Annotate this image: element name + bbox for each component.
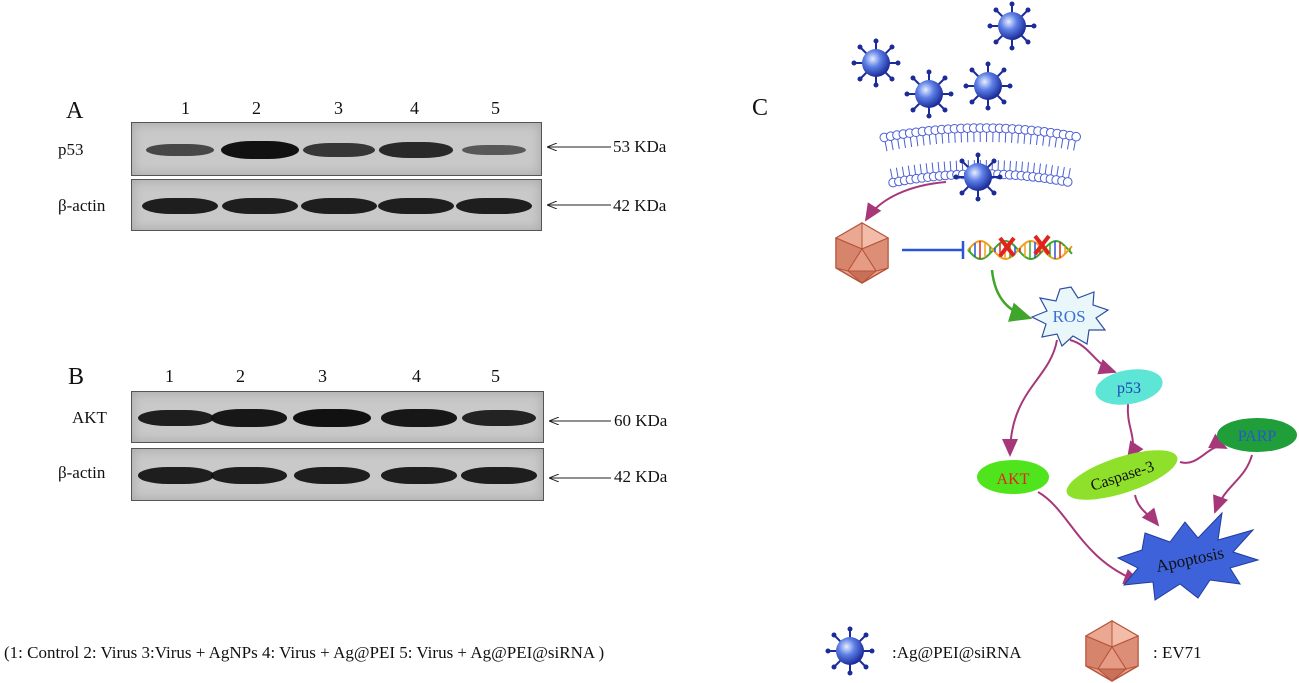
cross-icon bbox=[998, 234, 1051, 258]
akt-node-label: AKT bbox=[997, 471, 1030, 488]
parp-node bbox=[1217, 418, 1297, 452]
condition-legend: (1: Control 2: Virus 3:Virus + AgNPs 4: … bbox=[4, 643, 605, 662]
blot-p53 bbox=[131, 122, 542, 176]
marker-42kda-a: 42 KDa bbox=[613, 196, 667, 215]
nanoparticle-icon bbox=[850, 37, 902, 89]
actin-band bbox=[211, 467, 287, 484]
panel-b-letter: B bbox=[68, 364, 85, 390]
panel-a-row1-label: p53 bbox=[58, 140, 84, 159]
parp-to-apoptosis-arrow bbox=[1213, 454, 1253, 514]
nanoparticle-legend-icon bbox=[824, 625, 876, 677]
akt-band bbox=[461, 409, 537, 427]
apoptosis-burst bbox=[1116, 511, 1260, 601]
actin-band bbox=[301, 197, 377, 215]
nanoparticle-icon bbox=[986, 0, 1038, 52]
parp-node-label: PARP bbox=[1238, 428, 1277, 445]
green-arrow bbox=[990, 269, 1033, 322]
ros-to-p53-arrow bbox=[1069, 339, 1117, 375]
nanoparticle-legend-label: :Ag@PEI@siRNA bbox=[892, 643, 1022, 662]
blot-akt bbox=[131, 391, 544, 443]
actin-band bbox=[378, 197, 454, 215]
nanoparticle-icon bbox=[952, 151, 1004, 203]
panel-c-letter: C bbox=[752, 95, 769, 121]
blot-actin-a bbox=[131, 179, 542, 231]
akt-band bbox=[210, 409, 288, 427]
p53-band bbox=[303, 142, 375, 158]
entry-arrow bbox=[864, 181, 947, 222]
akt-band bbox=[293, 409, 371, 427]
akt-band bbox=[138, 409, 214, 427]
panel-b-lane-number: 1 bbox=[165, 366, 174, 386]
p53-band bbox=[221, 141, 299, 159]
panel-b-lane-number: 2 bbox=[236, 366, 245, 386]
panel-b-lane-number: 3 bbox=[318, 366, 327, 386]
panel-a-lane-number: 1 bbox=[181, 98, 190, 118]
p53-band bbox=[379, 142, 453, 158]
actin-band bbox=[456, 197, 532, 215]
akt-band bbox=[380, 409, 458, 427]
marker-60kda: 60 KDa bbox=[614, 411, 668, 430]
ev71-virus-icon bbox=[835, 222, 889, 284]
actin-band bbox=[461, 467, 537, 484]
actin-band bbox=[381, 467, 457, 484]
p53-band bbox=[145, 143, 215, 157]
panel-a-letter: A bbox=[66, 98, 84, 124]
p53-node bbox=[1095, 369, 1163, 405]
p53-node-label: p53 bbox=[1117, 380, 1141, 397]
actin-band bbox=[222, 197, 298, 215]
panel-a-lane-number: 4 bbox=[410, 98, 419, 118]
marker-42kda-b: 42 KDa bbox=[614, 467, 668, 486]
ros-burst bbox=[1030, 286, 1110, 348]
caspase-to-apoptosis-arrow bbox=[1134, 494, 1160, 527]
akt-to-apoptosis-arrow bbox=[1037, 491, 1142, 584]
panel-a-lane-number: 2 bbox=[252, 98, 261, 118]
blot-actin-b bbox=[131, 448, 544, 501]
ros-label: ROS bbox=[1052, 307, 1085, 326]
panel-a-row2-label: β-actin bbox=[58, 196, 106, 215]
panel-b-row1-label: AKT bbox=[72, 408, 107, 427]
actin-band bbox=[142, 197, 218, 215]
panel-b-lane-number: 5 bbox=[491, 366, 500, 386]
marker-53kda: 53 KDa bbox=[613, 137, 667, 156]
virus-legend-label: : EV71 bbox=[1153, 643, 1202, 662]
p53-to-caspase-arrow bbox=[1126, 403, 1144, 460]
caspase-to-parp-arrow bbox=[1179, 433, 1228, 464]
actin-band bbox=[138, 467, 214, 484]
rna-helix-icon bbox=[967, 239, 1073, 261]
nanoparticle-icon bbox=[903, 68, 955, 120]
p53-band bbox=[461, 144, 527, 156]
panel-b-row2-label: β-actin bbox=[58, 463, 106, 482]
ev71-legend-icon bbox=[1085, 620, 1139, 682]
panel-b-lane-number: 4 bbox=[412, 366, 421, 386]
actin-band bbox=[294, 467, 370, 484]
panel-a-lane-number: 5 bbox=[491, 98, 500, 118]
panel-a-lane-number: 3 bbox=[334, 98, 343, 118]
akt-node bbox=[977, 460, 1049, 494]
nanoparticle-icon bbox=[962, 60, 1014, 112]
caspase-node bbox=[1066, 450, 1178, 500]
ros-to-akt-arrow bbox=[1002, 339, 1058, 457]
